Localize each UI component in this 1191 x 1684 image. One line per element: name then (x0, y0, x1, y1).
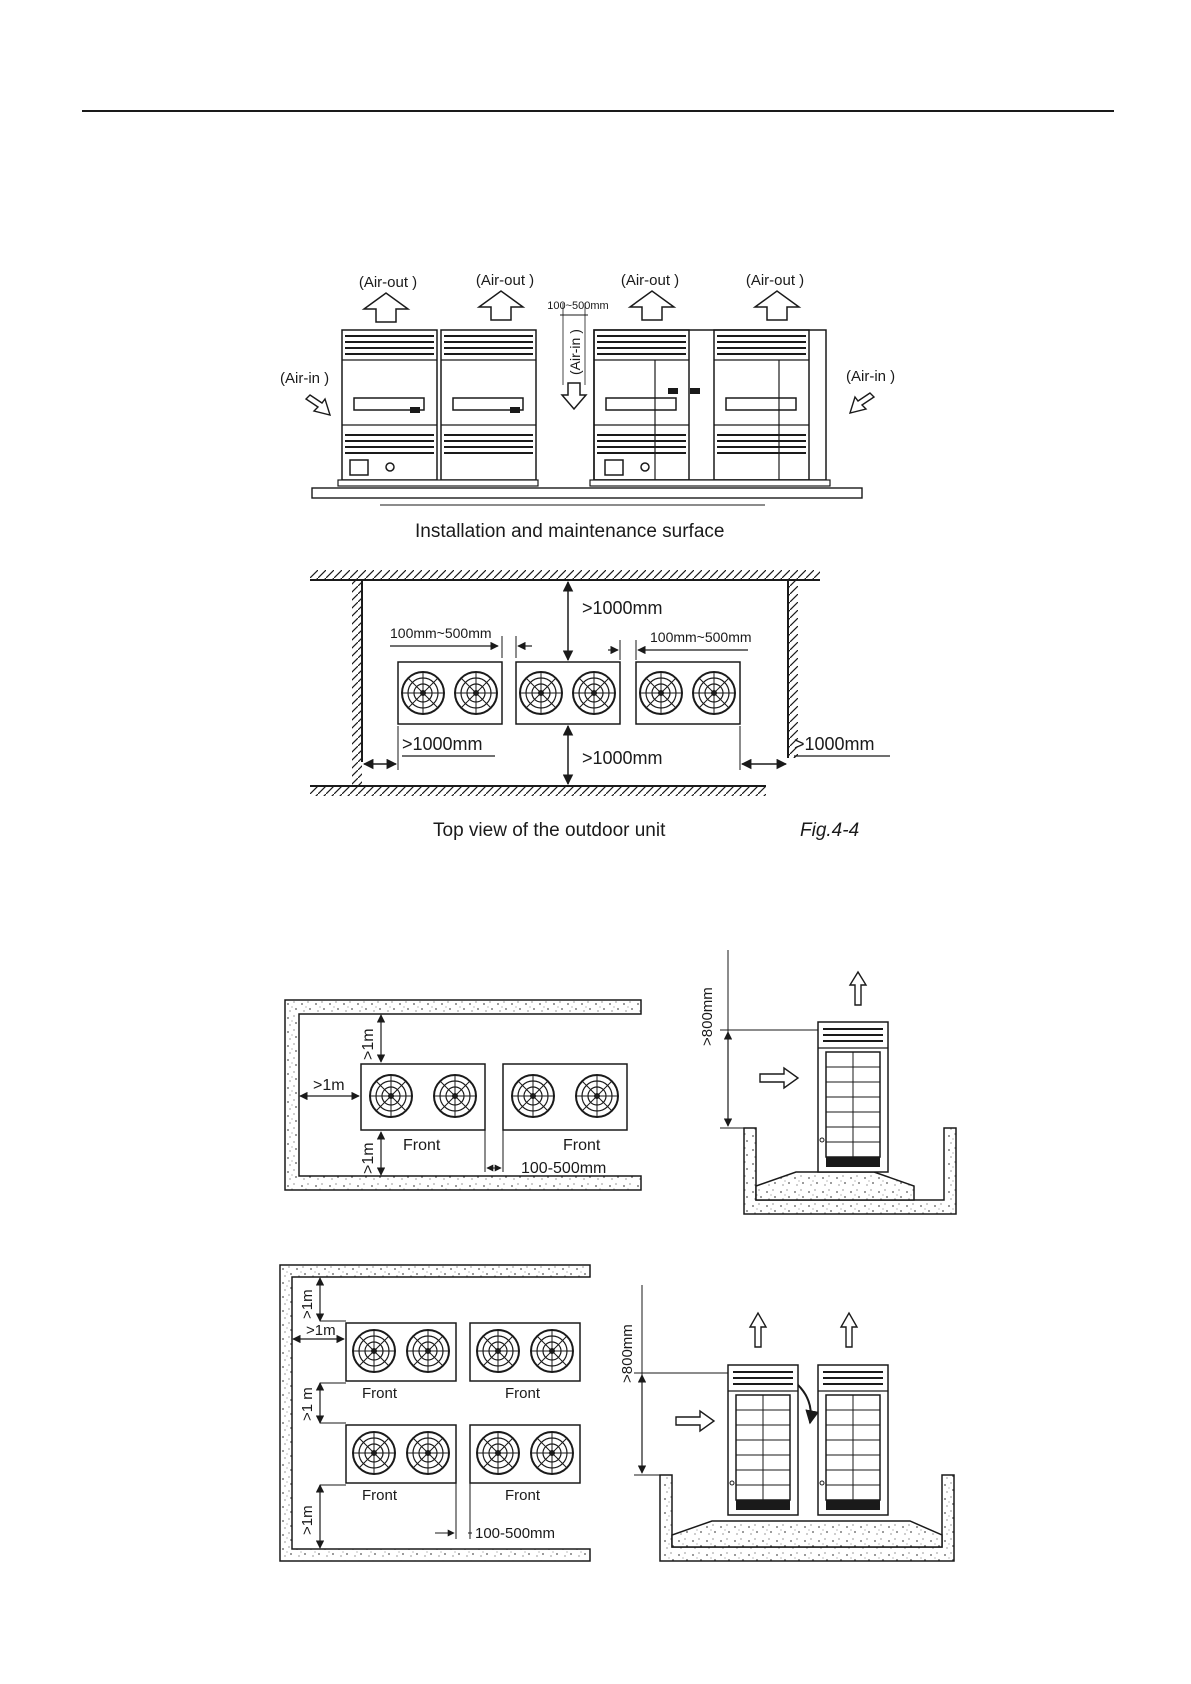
outdoor-unit (360, 1063, 486, 1131)
fan-icon (406, 1431, 450, 1475)
fig-label: Fig.4-4 (800, 820, 860, 841)
air-out-label-3: (Air-out ) (621, 272, 679, 289)
fan-icon (352, 1431, 396, 1475)
right-clearance-label: >1000mm (794, 734, 875, 754)
bottom-clearance-label: >1m (360, 1142, 377, 1174)
air-in-down-arrow-icon (560, 382, 588, 411)
front-label-1: Front (362, 1385, 398, 1402)
fan-icon (530, 1431, 574, 1475)
outdoor-unit-side (817, 1021, 889, 1173)
top-clearance-label: >1m (360, 1028, 377, 1060)
pit-side-view-single: >800mm (699, 950, 957, 1215)
fan-icon (572, 671, 616, 715)
front-label-4: Front (505, 1487, 541, 1504)
fan-icon (401, 671, 445, 715)
pit-side-view-double: >800mm (619, 1285, 955, 1562)
outdoor-unit (469, 1424, 581, 1484)
outdoor-unit (502, 1063, 628, 1131)
middle-clearance-label: >1 m (299, 1387, 316, 1421)
outdoor-unit-side (817, 1364, 889, 1516)
front-view-diagram: (Air-out ) (Air-out ) (Air-out ) (Air-ou… (280, 272, 895, 506)
height-clearance-label: >800mm (619, 1324, 636, 1383)
air-out-arrow-icon (627, 290, 677, 321)
fig2-caption: Top view of the outdoor unit (433, 820, 666, 841)
fan-icon (433, 1074, 477, 1118)
gap-left-label: 100mm~500mm (390, 625, 492, 641)
fan-icon (530, 1329, 574, 1373)
air-in-left-arrow-icon (304, 394, 332, 416)
outdoor-unit (469, 1322, 581, 1382)
fan-icon (511, 1074, 555, 1118)
fan-icon (575, 1074, 619, 1118)
front-label-1: Front (403, 1137, 441, 1154)
air-out-arrow-icon (752, 290, 802, 321)
fan-icon (692, 671, 736, 715)
air-in-arrow-icon (675, 1409, 716, 1433)
air-out-arrow-icon (848, 970, 868, 1006)
gap-right-label: 100mm~500mm (650, 629, 752, 645)
left-clearance-label: >1m (306, 1322, 336, 1339)
top-view-diagram: >1000mm 100mm~500mm 100mm~500mm >1000mm … (310, 570, 890, 796)
air-out-label-1: (Air-out ) (359, 274, 417, 291)
left-clearance-label: >1000mm (402, 734, 483, 754)
air-out-label-4: (Air-out ) (746, 272, 804, 289)
bottom-clearance-label: >1000mm (582, 748, 663, 768)
fan-icon (476, 1431, 520, 1475)
front-label-2: Front (505, 1385, 541, 1402)
air-out-arrow-icon (361, 292, 411, 323)
air-out-arrow-icon (476, 290, 526, 321)
top-clearance-label: >1m (299, 1289, 316, 1319)
height-clearance-label: >800mm (699, 987, 716, 1046)
outdoor-unit (345, 1424, 457, 1484)
fan-icon (476, 1329, 520, 1373)
pit-top-view-double-row: >1m >1m >1 m >1m Front Front Front Front… (279, 1264, 591, 1562)
left-clearance-label: >1m (313, 1077, 345, 1094)
fan-icon (406, 1329, 450, 1373)
outdoor-unit-side (727, 1364, 799, 1516)
gap-label: 100-500mm (521, 1160, 606, 1177)
fan-icon (454, 671, 498, 715)
air-in-gap-label: (Air-in ) (567, 329, 583, 375)
air-out-arrow-icon (748, 1311, 768, 1348)
front-label-2: Front (563, 1137, 601, 1154)
gap-dimension-label: 100~500mm (547, 300, 608, 312)
air-out-label-2: (Air-out ) (476, 272, 534, 289)
air-in-right-label: (Air-in ) (846, 368, 895, 385)
fig1-caption: Installation and maintenance surface (415, 521, 725, 542)
fan-icon (639, 671, 683, 715)
air-out-arrow-icon (839, 1311, 859, 1348)
fan-icon (519, 671, 563, 715)
pit-top-view-single-row: >1m >1m >1m Front Front 100-500mm (284, 999, 642, 1191)
outdoor-unit (345, 1322, 457, 1382)
fan-icon (369, 1074, 413, 1118)
air-in-left-label: (Air-in ) (280, 370, 329, 387)
top-clearance-label: >1000mm (582, 598, 663, 618)
bottom-clearance-label: >1m (299, 1505, 316, 1535)
gap-label: 100-500mm (475, 1525, 555, 1542)
fan-icon (352, 1329, 396, 1373)
air-in-arrow-icon (759, 1066, 800, 1090)
front-label-3: Front (362, 1487, 398, 1504)
air-in-right-arrow-icon (848, 392, 876, 414)
air-flow-curve-icon (797, 1384, 820, 1425)
header-rule (82, 110, 1114, 112)
